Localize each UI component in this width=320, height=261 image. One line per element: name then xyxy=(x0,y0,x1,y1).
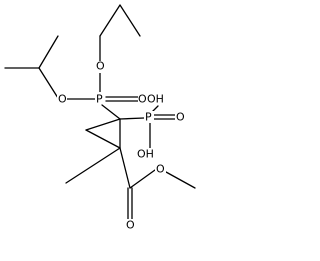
label-bg-p2 xyxy=(144,111,154,123)
chemical-structure-diagram: O O P O OH P O OH O O xyxy=(4,4,196,232)
bond-left-isopropyl-ch-o xyxy=(38,67,59,99)
label-bg-o-ester-right xyxy=(95,61,105,73)
left-isopropyl-group xyxy=(4,35,59,99)
bond-ring-carbon-p2 xyxy=(119,117,145,120)
bond-right-isopropyl-ch3-b xyxy=(119,4,141,37)
bond-left-isopropyl-ch3-b xyxy=(38,35,59,69)
atom-p2: P xyxy=(145,111,152,124)
label-bg-o-p2-double xyxy=(175,110,185,122)
bond-ring-c2-c3 xyxy=(85,129,121,149)
atom-oh-p2: OH xyxy=(137,148,154,161)
atom-oh-p1: OH xyxy=(147,93,164,106)
bond-carbonyl-o-ester xyxy=(129,169,156,189)
bond-o-ester-methyl xyxy=(165,171,196,189)
atom-p1: P xyxy=(96,93,103,106)
cyclopropane-ring xyxy=(85,118,121,149)
bond-right-isopropyl-ch3-a xyxy=(99,4,121,37)
label-bg-o-methoxy xyxy=(155,163,166,175)
label-bg-p1 xyxy=(95,92,105,104)
bond-ring-carbonyl-carbon xyxy=(119,147,131,189)
atom-o-carbonyl: O xyxy=(126,219,135,232)
bond-ring-c1-c2 xyxy=(85,118,121,131)
methyl-ester-group xyxy=(65,147,196,220)
bond-ring-methyl xyxy=(65,147,121,184)
label-bg-o-ester-left xyxy=(57,92,67,104)
right-isopropyl-group xyxy=(99,4,141,63)
label-bg-p1-double-o xyxy=(138,92,147,104)
atom-labels: O O P O OH P O OH O O xyxy=(57,60,185,232)
atom-o-ester-right: O xyxy=(96,60,105,73)
bond-p1-ring-carbon xyxy=(101,104,121,120)
label-bg-oh-p2 xyxy=(136,148,156,160)
upper-phosphonate-bonds xyxy=(65,71,139,120)
lower-phosphonic-acid-bonds xyxy=(119,105,176,149)
atom-o-p2-double: O xyxy=(176,111,185,124)
atom-o-methoxy: O xyxy=(156,163,165,176)
atom-p1-double-o: O xyxy=(138,93,147,106)
label-bg-oh-p1 xyxy=(147,92,164,104)
atom-o-ester-left: O xyxy=(58,93,67,106)
label-bg-o-carbonyl xyxy=(125,219,136,231)
